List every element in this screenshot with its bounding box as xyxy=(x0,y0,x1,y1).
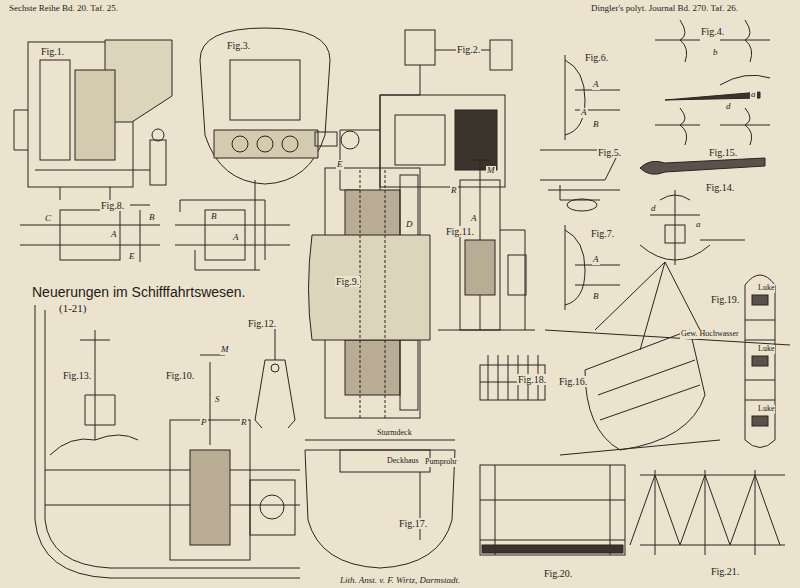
part-letter: A xyxy=(470,214,478,224)
part-letter: B xyxy=(592,292,600,302)
part-letter: A xyxy=(592,80,600,90)
figure-number: Fig.9. xyxy=(335,276,360,287)
fig19-plan xyxy=(745,275,775,448)
part-letter: A xyxy=(110,230,118,240)
part-letter: d xyxy=(725,102,732,112)
fig12-tongs xyxy=(255,328,295,428)
part-letter: b xyxy=(712,48,719,58)
part-letter: A xyxy=(592,255,600,265)
figure-number: Fig.7. xyxy=(590,228,615,239)
fig4-propellers xyxy=(655,20,770,145)
part-letter: Sechste Reihe Bd. 20. Taf. 25. xyxy=(8,4,119,14)
part-letter: Luke xyxy=(757,345,775,354)
figure-number: Fig.4. xyxy=(700,26,725,37)
part-letter: A xyxy=(580,108,588,118)
figure-number: Fig.1. xyxy=(40,46,65,57)
fig2-drawing xyxy=(340,30,512,190)
figure-number: Fig.20. xyxy=(543,568,573,579)
part-letter: Pumprohr xyxy=(424,458,458,467)
part-letter: Luke xyxy=(757,405,775,414)
fig20-frame xyxy=(480,465,625,555)
figure-number: Fig.17. xyxy=(398,518,428,529)
fig9-section xyxy=(309,168,431,418)
figure-number: Fig.14. xyxy=(705,182,735,193)
figure-number: Fig.18. xyxy=(517,374,547,385)
fig13-anchor xyxy=(50,330,138,455)
part-letter: M xyxy=(220,345,230,355)
rudder-drawings xyxy=(540,55,620,310)
figure-number: Fig.21. xyxy=(710,566,740,577)
part-letter: Dingler's polyt. Journal Bd. 270. Taf. 2… xyxy=(590,4,739,14)
part-letter: P xyxy=(200,418,208,428)
figure-number: Fig.13. xyxy=(62,370,92,381)
figure-number: Fig.16. xyxy=(558,376,588,387)
part-letter: B xyxy=(592,120,600,130)
figure-number: Fig.19. xyxy=(710,294,740,305)
fig3-drawing xyxy=(200,28,359,184)
part-letter: M xyxy=(486,166,496,176)
part-letter: a xyxy=(750,90,757,100)
part-letter: d xyxy=(650,204,657,214)
figure-number: Fig.11. xyxy=(445,226,475,237)
figure-number: Fig.3. xyxy=(226,40,251,51)
part-letter: B xyxy=(210,212,218,222)
fig11-pump xyxy=(438,160,535,330)
part-letter: E xyxy=(336,160,344,170)
part-letter: C xyxy=(44,214,52,224)
figure-number: Fig.12. xyxy=(247,318,277,329)
figure-number: Fig.6. xyxy=(584,52,609,63)
lithographer-credit: Lith. Anst. v. F. Wirtz, Darmstadt. xyxy=(340,575,460,585)
part-letter: (1-21) xyxy=(58,302,88,314)
part-letter: E xyxy=(128,252,136,262)
part-letter: Luke xyxy=(757,284,775,293)
fig21-frame xyxy=(630,470,785,555)
part-letter: S xyxy=(214,395,221,405)
part-letter: a xyxy=(695,220,702,230)
fig15-bar xyxy=(640,158,765,174)
part-letter: R xyxy=(240,418,248,428)
part-letter: B xyxy=(148,213,156,223)
figure-number: Fig.5. xyxy=(597,147,622,158)
part-letter: R xyxy=(450,186,458,196)
fig8-shaft xyxy=(20,180,290,270)
part-letter: Gew. Hochwasser xyxy=(680,330,740,339)
figure-number: Fig.8. xyxy=(100,200,125,211)
plate-title: Neuerungen im Schifffahrtswesen. xyxy=(30,284,248,300)
figure-number: Fig.15. xyxy=(708,147,738,158)
part-letter: Sturmdeck xyxy=(376,429,413,438)
figure-number: Fig.2. xyxy=(456,44,481,55)
fig16-ship xyxy=(545,262,790,455)
part-letter: A xyxy=(232,233,240,243)
fig14-anchor xyxy=(640,190,745,265)
part-letter: Deckhaus xyxy=(386,457,420,466)
fig1-drawing xyxy=(14,40,172,200)
figure-number: Fig.10. xyxy=(165,370,195,381)
fig10-hull xyxy=(35,305,300,578)
part-letter: D xyxy=(405,220,414,230)
